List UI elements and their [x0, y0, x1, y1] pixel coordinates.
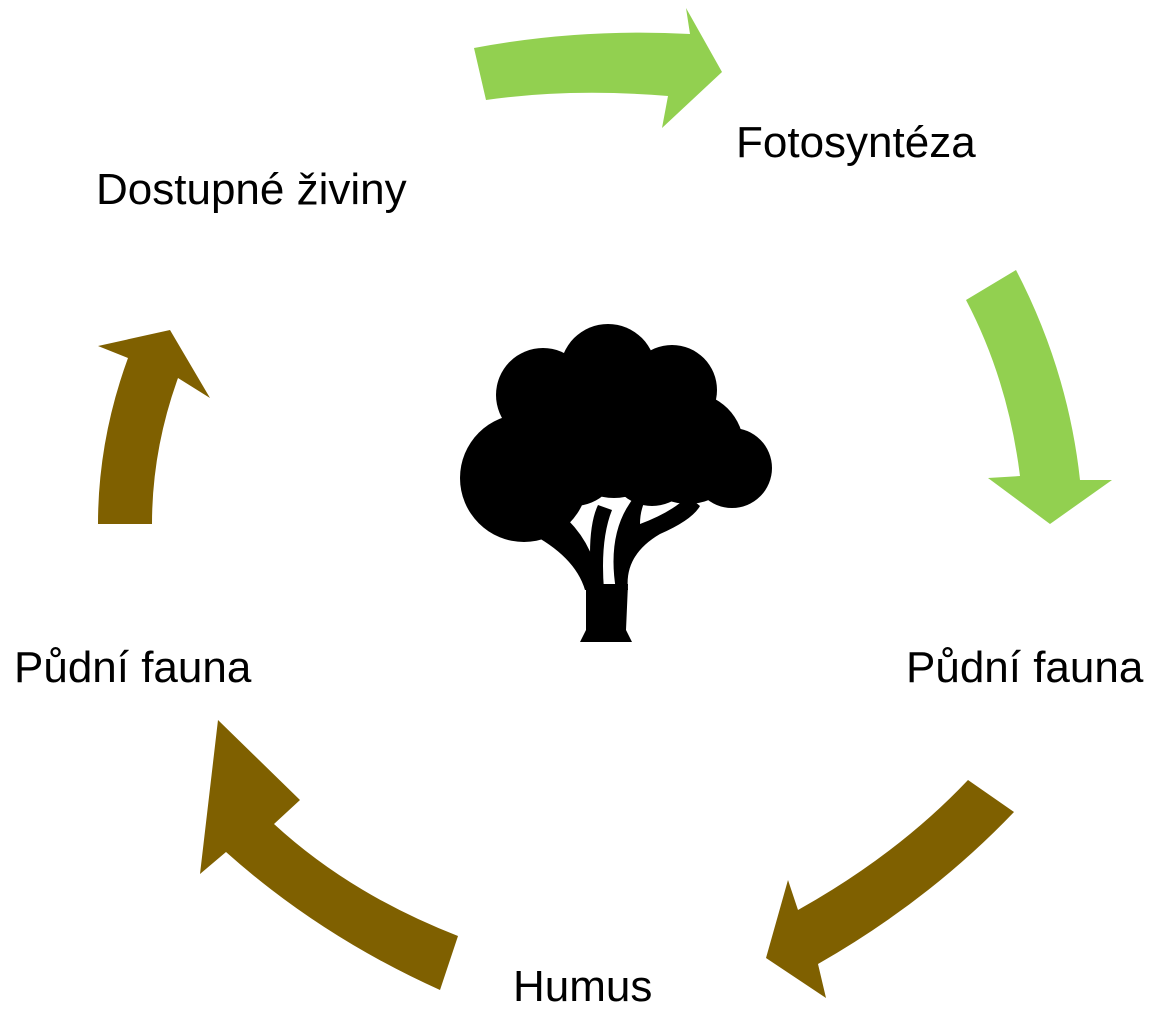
- arrow-to-pudni-fauna-right: [966, 270, 1112, 524]
- arrow-to-humus: [766, 780, 1014, 998]
- arrow-to-fotosynteza: [474, 8, 722, 128]
- arrow-to-pudni-fauna-left: [200, 720, 458, 990]
- arrow-to-dostupne-ziviny: [98, 330, 210, 524]
- node-dostupne-ziviny: Dostupné živiny: [96, 165, 407, 214]
- node-pudni-fauna-left: Půdní fauna: [14, 643, 252, 692]
- node-humus: Humus: [513, 962, 653, 1011]
- node-fotosynteza: Fotosyntéza: [736, 118, 976, 167]
- tree-icon: [460, 324, 772, 642]
- node-pudni-fauna-right: Půdní fauna: [906, 643, 1144, 692]
